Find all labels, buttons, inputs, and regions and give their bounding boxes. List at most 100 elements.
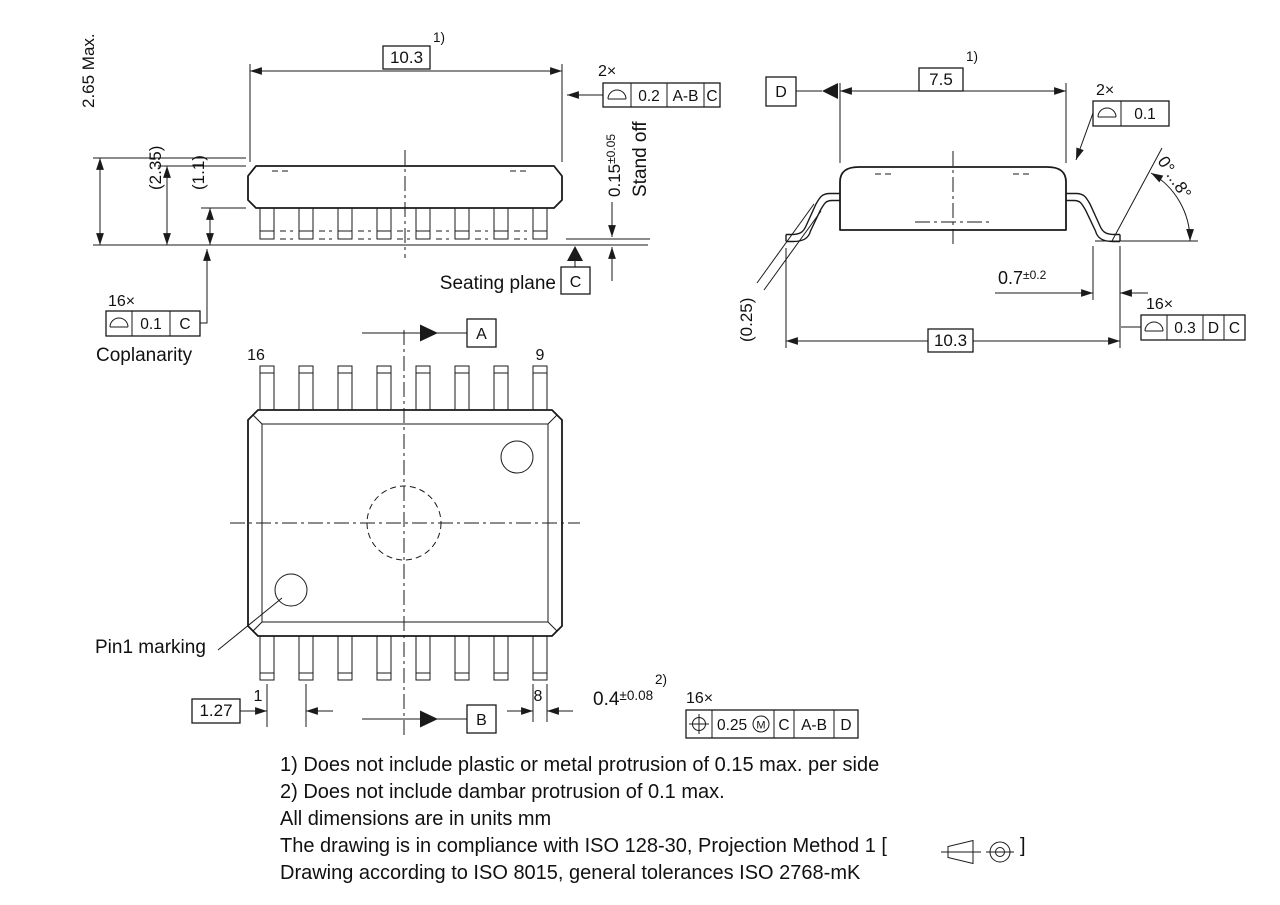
fcf-datum-secondary: A-B: [801, 717, 827, 734]
fcf-tolerance: 0.1: [140, 316, 162, 333]
pitch-dimension: 1.27: [191, 684, 333, 727]
note-5: Drawing according to ISO 8015, general t…: [280, 862, 861, 884]
profile-of-line-icon: [607, 89, 627, 100]
datum-a-box: [466, 318, 497, 348]
fcf-datum-secondary: C: [706, 88, 717, 105]
end-overall-dimension: 10.3: [785, 246, 1121, 353]
datum-b-label: B: [476, 712, 487, 729]
max-material-modifier-icon: M: [752, 715, 770, 733]
end-width-dim-box: [918, 67, 964, 92]
front-height-dimensions: 2.65 Max. (2.35) (1.1): [79, 33, 246, 245]
end-width-dim: 7.5: [929, 70, 953, 89]
height-body-dim: (2.35): [146, 146, 165, 190]
datum-b-box: [466, 704, 497, 734]
lead-width-dim: 0.4±0.08: [593, 688, 653, 710]
end-width-dimension: D 7.5 1): [765, 49, 1067, 163]
foot-length-dim: 0.7±0.2: [998, 268, 1047, 288]
fcf-position: 16× 0.25 M C A-B D: [685, 690, 859, 739]
count-2x: 2×: [1096, 82, 1114, 99]
seating-plane-callout: C Seating plane: [440, 246, 591, 295]
end-overall-dim: 10.3: [934, 331, 967, 350]
front-view: 10.3 1) 2.65 Max. (2.35) (1.1) 0.15±0.05…: [79, 30, 721, 366]
fcf-tolerance: 0.1: [1134, 106, 1156, 123]
datum-b-triangle-icon: [420, 710, 438, 728]
fcf-tolerance: 0.25: [717, 717, 747, 734]
fcf-datum-tertiary: D: [840, 717, 851, 734]
fcf-lead-profile-end: 2× 0.1: [1075, 82, 1170, 161]
note-4-suffix: ]: [1020, 835, 1026, 857]
standoff-dim: 0.15±0.05: [604, 134, 624, 197]
profile-of-line-icon: [1144, 321, 1164, 332]
fcf-datum-primary: D: [1208, 320, 1219, 337]
fcf-datum-primary: C: [179, 316, 190, 333]
projection-method-icon: [941, 839, 1014, 865]
end-view: D 7.5 1) 2× 0.1 0°...8° (0.25): [737, 49, 1246, 353]
pin1-marking-circle: [274, 573, 308, 607]
note-1: 1) Does not include plastic or metal pro…: [280, 754, 879, 776]
pin-number-1: 1: [254, 688, 263, 705]
fcf-tolerance: 0.3: [1174, 320, 1196, 337]
note-2: 2) Does not include dambar protrusion of…: [280, 781, 725, 803]
note-4-prefix: The drawing is in compliance with ISO 12…: [280, 835, 887, 857]
count-16x: 16×: [108, 293, 135, 310]
datum-c-box: [560, 266, 591, 295]
lead-angle-dim: 0°...8°: [1154, 153, 1195, 203]
front-width-dimension: 10.3 1): [249, 30, 563, 162]
end-overall-dim-box: [927, 328, 974, 353]
lead-angle-dimension: 0°...8°: [1095, 147, 1198, 242]
front-leads: [259, 207, 548, 240]
lead-width-note-ref: 2): [655, 672, 667, 687]
top-view: 16 9 1 8 A B Pin1 marking: [95, 318, 859, 739]
position-icon: [689, 714, 709, 734]
seating-plane-triangle-icon: [567, 246, 583, 261]
profile-of-line-icon: [109, 317, 129, 328]
datum-d-box: [765, 76, 797, 107]
height-inner-dim: (1.1): [189, 155, 208, 190]
seating-plane-label: Seating plane: [440, 273, 556, 294]
height-max-dim: 2.65 Max.: [79, 33, 98, 108]
pin1-marking-label: Pin1 marking: [95, 637, 206, 658]
front-width-dim: 10.3: [390, 48, 423, 67]
lead-thickness-dimension: (0.25): [737, 203, 822, 342]
pitch-dim-box: [191, 698, 241, 724]
count-16x: 16×: [1146, 296, 1173, 313]
standoff-dimension: 0.15±0.05 Stand off: [566, 121, 651, 281]
lead-thickness-dim: (0.25): [737, 298, 756, 342]
datum-a-callout: A: [362, 318, 497, 348]
front-width-note-ref: 1): [433, 30, 445, 45]
datum-d-triangle-icon: [822, 83, 838, 99]
pin1-marking-callout: Pin1 marking: [95, 597, 283, 658]
mold-gate-circle: [500, 440, 534, 474]
datum-b-callout: B: [362, 704, 497, 734]
fcf-datum-primary: C: [778, 717, 789, 734]
fcf-coplanarity: 16× 0.1 C Coplanarity: [96, 248, 211, 366]
datum-a-triangle-icon: [420, 324, 438, 342]
package-body-top: [247, 409, 563, 637]
note-3: All dimensions are in units mm: [280, 808, 551, 830]
count-2x: 2×: [598, 63, 616, 80]
profile-of-line-icon: [1097, 107, 1117, 118]
count-16x: 16×: [686, 690, 713, 707]
notes: 1) Does not include plastic or metal pro…: [280, 754, 1026, 884]
end-width-note-ref: 1): [966, 49, 978, 64]
pitch-dim: 1.27: [199, 701, 232, 720]
standoff-label: Stand off: [630, 121, 651, 197]
datum-a-label: A: [476, 326, 487, 343]
fcf-lead-profile-top: 2× 0.2 A-B C: [567, 63, 721, 108]
pin-number-16: 16: [247, 347, 265, 364]
center-dashed-circle: [366, 485, 442, 561]
lead-width-dimension: 0.4±0.08 2): [507, 672, 667, 722]
foot-length-dimension: 0.7±0.2: [995, 246, 1148, 300]
coplanarity-label: Coplanarity: [96, 345, 193, 366]
package-body-side: [247, 165, 563, 209]
front-width-dim-box: [382, 45, 431, 70]
package-body-end: [839, 166, 1067, 231]
pin-number-8: 8: [534, 688, 543, 705]
datum-d-label: D: [775, 84, 787, 101]
svg-text:M: M: [756, 720, 765, 732]
fcf-datum-secondary: C: [1229, 320, 1240, 337]
pin-number-9: 9: [536, 347, 545, 364]
datum-c-label: C: [570, 274, 582, 291]
fcf-datum-primary: A-B: [673, 88, 699, 105]
